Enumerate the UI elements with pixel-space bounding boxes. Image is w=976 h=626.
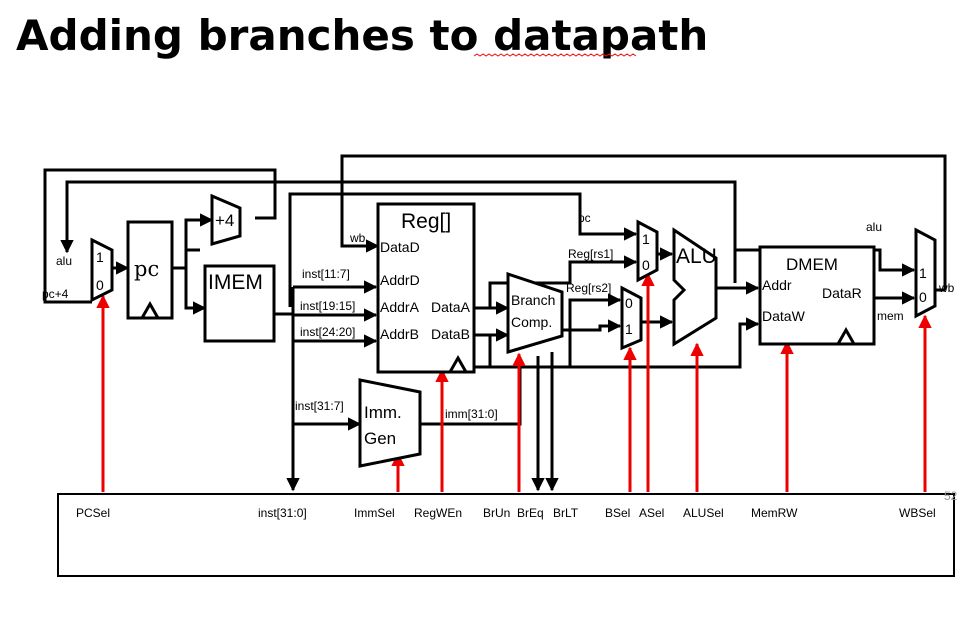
control-regwen: RegWEn — [414, 506, 462, 520]
dataD-port: DataD — [380, 239, 420, 255]
bsel-mux-input-1: 1 — [625, 321, 633, 337]
wbsel-mux-input-0: 0 — [919, 289, 927, 305]
inst-11-7-label: inst[11:7] — [302, 267, 350, 281]
pc-register-label: pc — [134, 257, 159, 281]
datapath-wires — [43, 154, 947, 492]
addrB-port: AddrB — [380, 326, 419, 342]
reg-label: Reg[] — [401, 210, 451, 233]
reg-rs2-label: Reg[rs2] — [566, 281, 611, 295]
wbsel-mux: 1 0 — [914, 227, 937, 319]
immgen-label-line2: Gen — [364, 429, 396, 448]
dmem-label: DMEM — [786, 255, 838, 274]
mem-label: mem — [877, 309, 904, 323]
reg-rs1-label: Reg[rs1] — [568, 247, 613, 261]
dmem-block: DMEM Addr DataW DataR — [758, 245, 876, 346]
pc-register: pc — [126, 220, 174, 320]
control-alusel: ALUSel — [683, 506, 724, 520]
imem-block: IMEM — [203, 264, 276, 343]
inst-31-7-label: inst[31:7] — [295, 399, 344, 413]
signal-labels: alu pc+4 wb inst[11:7] inst[19:15] inst[… — [42, 211, 955, 421]
addrA-port: AddrA — [380, 299, 420, 315]
wb-reg-label: wb — [349, 231, 366, 245]
branch-label-line2: Comp. — [511, 314, 552, 330]
bsel-mux-input-0: 0 — [625, 295, 633, 311]
asel-mux-input-0: 0 — [642, 257, 650, 273]
control-pcsel: PCSel — [76, 506, 110, 520]
branch-comparator: Branch Comp. — [506, 271, 564, 355]
control-wbsel: WBSel — [899, 506, 936, 520]
control-logic-box: PCSel inst[31:0] ImmSel RegWEn BrUn BrEq… — [57, 493, 955, 577]
wb-out-label: wb — [938, 281, 955, 295]
control-breq: BrEq — [517, 506, 544, 520]
alu-label: ALU — [676, 245, 717, 268]
alu-block: ALU — [672, 227, 718, 347]
control-immsel: ImmSel — [354, 506, 395, 520]
addrD-port: AddrD — [380, 272, 420, 288]
addr-port: Addr — [762, 277, 792, 293]
dataB-port: DataB — [431, 326, 470, 342]
pc4-input-label: pc+4 — [42, 287, 69, 301]
alu-out-label: alu — [866, 220, 882, 234]
plus4-label: +4 — [215, 211, 234, 230]
imem-label: IMEM — [208, 271, 263, 294]
control-brun: BrUn — [483, 506, 510, 520]
slide-title: Adding branches to datapath — [16, 11, 708, 60]
dataA-port: DataA — [431, 299, 471, 315]
imm-gen: Imm. Gen — [358, 378, 422, 468]
page-number: 52 — [944, 489, 958, 503]
control-bsel: BSel — [605, 506, 630, 520]
dataW-port: DataW — [762, 308, 806, 324]
asel-mux: 1 0 — [636, 219, 659, 283]
immgen-label-line1: Imm. — [364, 403, 402, 422]
control-inst: inst[31:0] — [258, 506, 307, 520]
dataR-port: DataR — [822, 285, 862, 301]
inst-19-15-label: inst[19:15] — [300, 299, 355, 313]
asel-mux-input-1: 1 — [642, 231, 650, 247]
pcsel-mux-input-1: 1 — [96, 249, 104, 265]
bsel-mux: 0 1 — [620, 285, 643, 351]
alu-input-label: alu — [56, 254, 72, 268]
wbsel-mux-input-1: 1 — [919, 265, 927, 281]
pcsel-mux-input-0: 0 — [96, 277, 104, 293]
control-memrw: MemRW — [751, 506, 798, 520]
pcsel-mux: 1 0 — [90, 237, 114, 303]
register-file: Reg[] DataD AddrD AddrA AddrB DataA Data… — [376, 202, 476, 374]
pc-plus4-adder: +4 — [210, 193, 242, 246]
branch-label-line1: Branch — [511, 292, 555, 308]
inst-24-20-label: inst[24:20] — [300, 325, 355, 339]
pc-signal-label: pc — [578, 211, 591, 225]
control-wires — [96, 272, 932, 492]
control-brlt: BrLT — [553, 506, 579, 520]
spellcheck-underlines — [473, 53, 637, 57]
control-asel: ASel — [639, 506, 664, 520]
imm-label: imm[31:0] — [445, 407, 498, 421]
